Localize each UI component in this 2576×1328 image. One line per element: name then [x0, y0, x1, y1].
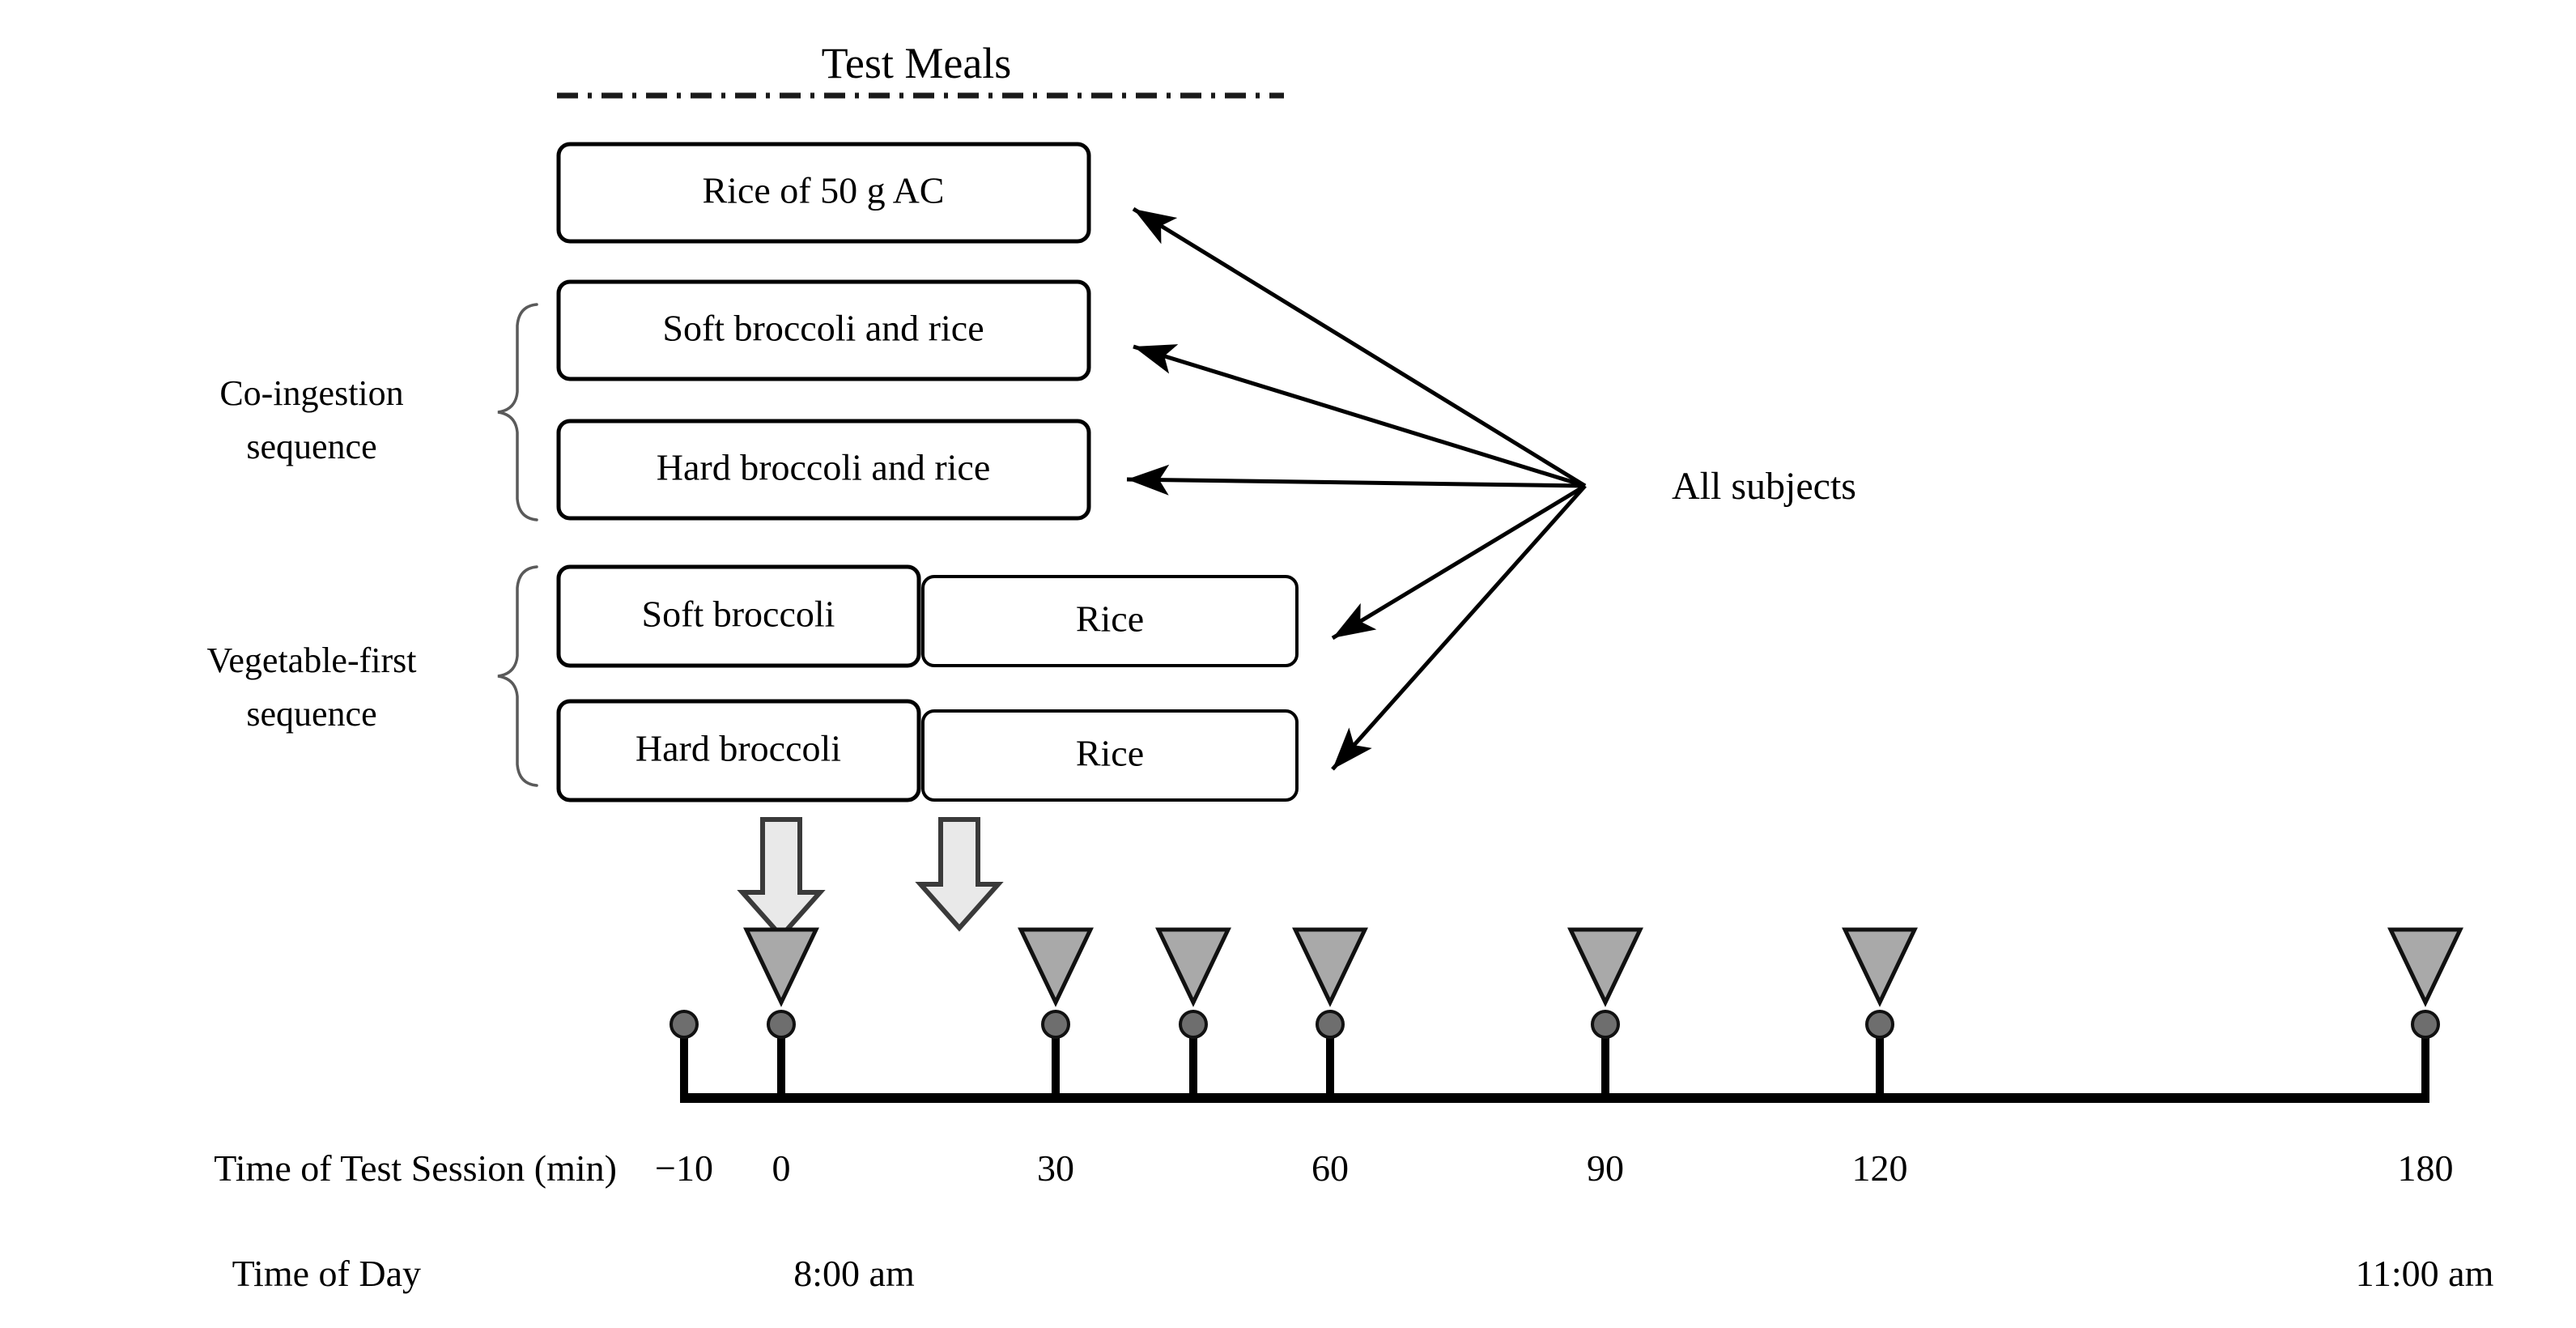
- page-title: Test Meals: [822, 39, 1012, 87]
- arrow-to-hard-broccoli-and-rice: [1126, 464, 1586, 496]
- brace-co-ingestion: [497, 303, 538, 521]
- axis-label-time-of-test-session: Time of Test Session (min): [214, 1147, 617, 1189]
- measurement-triangle-60: [1292, 927, 1368, 1007]
- axis-label-row-session: Time of Test Session (min) −10 0 30 60 9…: [214, 1147, 2453, 1189]
- sample-dot-45: [1179, 1010, 1208, 1039]
- group-label-co-ingestion-line1: Co-ingestion: [219, 373, 403, 413]
- time-of-day-start: 8:00 am: [793, 1253, 915, 1294]
- meal-label-hard-broccoli-and-rice: Hard broccoli and rice: [657, 447, 991, 488]
- measurement-triangle-180: [2387, 927, 2463, 1007]
- sample-dot-0: [767, 1010, 796, 1039]
- arrow-to-soft-broccoli-and-rice: [1133, 344, 1586, 488]
- meal-label-soft-broccoli-and-rice: Soft broccoli and rice: [662, 308, 984, 349]
- axis-label-time-of-day: Time of Day: [232, 1253, 421, 1294]
- meal-label-hard-rice: Rice: [1076, 733, 1144, 774]
- tick-label-180: 180: [2398, 1147, 2454, 1189]
- meal-row-soft-broccoli-and-rice: Soft broccoli and rice: [556, 279, 1091, 381]
- tick-label-120: 120: [1852, 1147, 1908, 1189]
- meal-row-soft-broccoli-then-rice: Soft broccoli Rice: [556, 564, 1299, 668]
- axis-label-row-time-of-day: Time of Day 8:00 am 11:00 am: [232, 1253, 2494, 1294]
- sample-dot-30: [1041, 1010, 1070, 1039]
- meal-row-hard-broccoli-then-rice: Hard broccoli Rice: [556, 699, 1299, 802]
- sample-dot-180: [2411, 1010, 2440, 1039]
- tick-label-minus-10: −10: [655, 1147, 713, 1189]
- meal-label-hard-broccoli: Hard broccoli: [635, 728, 841, 769]
- timeline-axis: [670, 927, 2463, 1103]
- tick-label-90: 90: [1587, 1147, 1624, 1189]
- meal-box-hard-broccoli[interactable]: [556, 699, 921, 802]
- group-vegetable-first: Vegetable-first sequence: [207, 565, 538, 787]
- meal-box-soft-rice[interactable]: [921, 575, 1299, 667]
- group-label-vegetable-first-line1: Vegetable-first: [207, 641, 417, 680]
- sample-dot-120: [1865, 1010, 1894, 1039]
- meal-row-rice-50g-ac: Rice of 50 g AC: [556, 142, 1091, 244]
- all-subjects-label: All subjects: [1672, 465, 1856, 508]
- group-label-vegetable-first-line2: sequence: [246, 694, 376, 734]
- measurement-triangle-90: [1567, 927, 1643, 1007]
- brace-vegetable-first: [497, 565, 538, 787]
- meal-label-soft-broccoli: Soft broccoli: [642, 594, 835, 635]
- tick-label-0: 0: [772, 1147, 791, 1189]
- arrow-to-rice-50g-ac: [1132, 206, 1587, 488]
- meal-box-rice-50g-ac[interactable]: [556, 142, 1091, 244]
- time-of-day-end: 11:00 am: [2356, 1253, 2494, 1294]
- measurement-triangle-0: [743, 927, 819, 1007]
- meal-label-soft-rice: Rice: [1076, 598, 1144, 640]
- first-meal-arrow: [737, 817, 826, 940]
- tick-label-30: 30: [1037, 1147, 1074, 1189]
- meal-row-hard-broccoli-and-rice: Hard broccoli and rice: [556, 419, 1091, 521]
- second-meal-arrow: [915, 817, 1004, 932]
- tick-label-60: 60: [1311, 1147, 1349, 1189]
- meal-label-rice-50g-ac: Rice of 50 g AC: [703, 170, 945, 211]
- sample-dot-minus-10: [670, 1010, 699, 1039]
- measurement-triangle-45: [1155, 927, 1231, 1007]
- measurement-triangle-30: [1018, 927, 1094, 1007]
- meal-box-soft-broccoli-and-rice[interactable]: [556, 279, 1091, 381]
- sample-dot-90: [1591, 1010, 1620, 1039]
- meal-box-soft-broccoli[interactable]: [556, 564, 921, 668]
- arrow-to-hard-broccoli-then-rice: [1331, 484, 1587, 771]
- group-label-co-ingestion-line2: sequence: [246, 427, 376, 466]
- subject-assignment-arrows: All subjects: [1126, 206, 1856, 771]
- meal-box-hard-rice[interactable]: [921, 709, 1299, 802]
- measurement-triangle-120: [1842, 927, 1918, 1007]
- group-co-ingestion: Co-ingestion sequence: [219, 303, 538, 521]
- meal-ingestion-arrows: [737, 817, 1004, 940]
- arrow-to-soft-broccoli-then-rice: [1331, 483, 1587, 641]
- sample-dot-60: [1316, 1010, 1345, 1039]
- meal-box-hard-broccoli-and-rice[interactable]: [556, 419, 1091, 521]
